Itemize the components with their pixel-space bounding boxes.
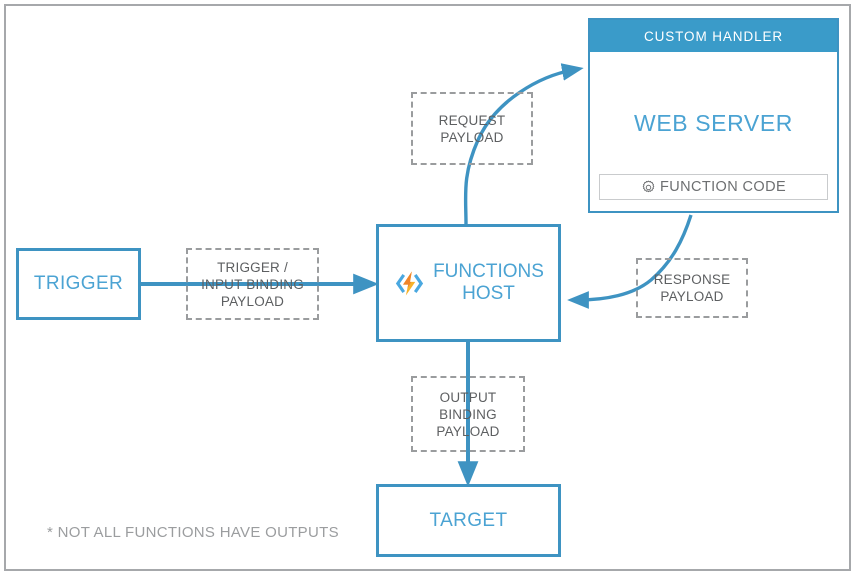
functions-host-label-line1: FUNCTIONS: [433, 261, 544, 282]
payload-request: REQUEST PAYLOAD: [411, 92, 533, 165]
function-code-button[interactable]: FUNCTION CODE: [599, 174, 828, 200]
gear-icon: [642, 180, 655, 192]
payload-response: RESPONSE PAYLOAD: [636, 258, 748, 318]
payload-response-label: RESPONSE PAYLOAD: [653, 272, 731, 304]
payload-trigger-input-binding: TRIGGER / INPUT BINDING PAYLOAD: [186, 248, 319, 320]
node-target[interactable]: TARGET: [376, 484, 561, 557]
footnote-text: * NOT ALL FUNCTIONS HAVE OUTPUTS: [47, 524, 339, 541]
payload-output-binding: OUTPUT BINDING PAYLOAD: [411, 376, 525, 452]
functions-host-content: FUNCTIONS HOST: [393, 261, 544, 305]
payload-trigger-input-binding-label: TRIGGER / INPUT BINDING PAYLOAD: [201, 259, 304, 309]
node-target-label: TARGET: [429, 509, 508, 531]
web-server-label: WEB SERVER: [634, 110, 793, 136]
node-custom-handler[interactable]: CUSTOM HANDLER WEB SERVER FUNCTION CODE: [588, 18, 839, 213]
custom-handler-header: CUSTOM HANDLER: [590, 20, 837, 52]
function-code-label: FUNCTION CODE: [659, 179, 787, 195]
node-trigger-label: TRIGGER: [33, 273, 124, 294]
node-functions-host[interactable]: FUNCTIONS HOST: [376, 224, 561, 342]
functions-host-label-line2: HOST: [462, 283, 515, 304]
payload-output-binding-label: OUTPUT BINDING PAYLOAD: [436, 389, 500, 439]
payload-request-label: REQUEST PAYLOAD: [438, 112, 506, 145]
custom-handler-body: WEB SERVER FUNCTION CODE: [590, 52, 837, 211]
azure-functions-logo-icon: [395, 271, 424, 295]
node-trigger[interactable]: TRIGGER: [16, 248, 141, 320]
functions-host-label: FUNCTIONS HOST: [433, 261, 544, 305]
